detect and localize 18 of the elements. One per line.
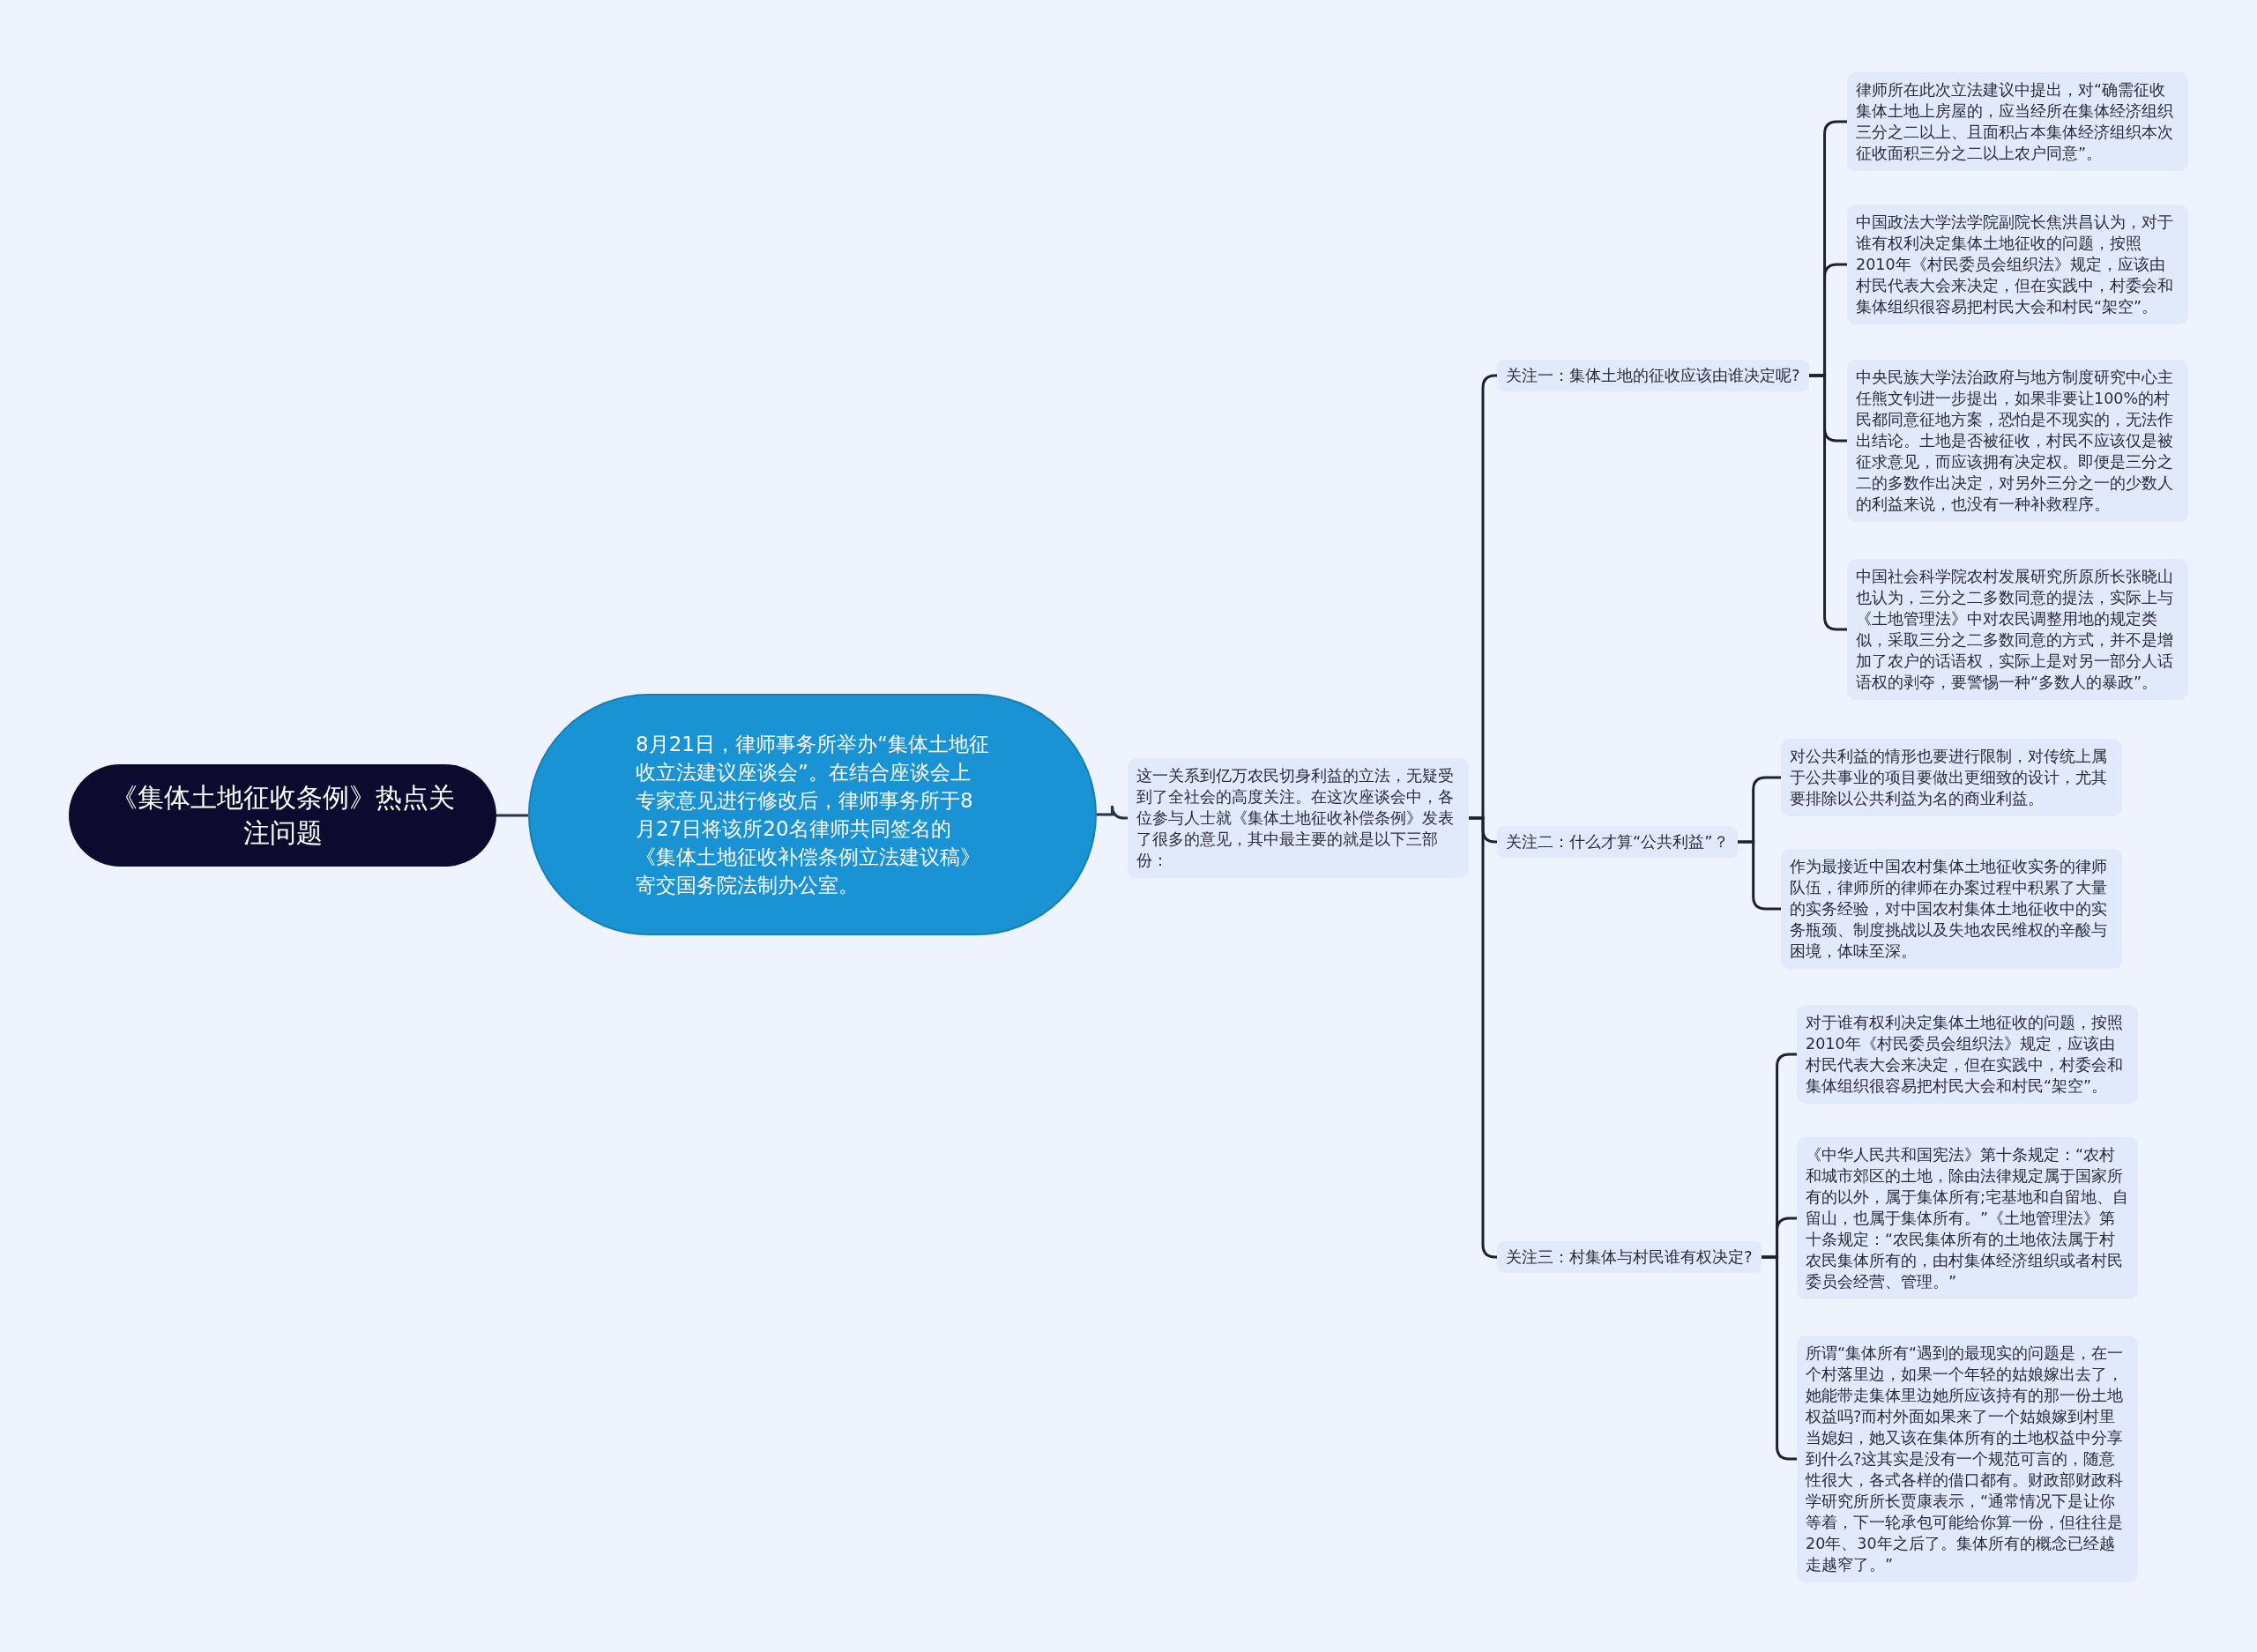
text-box: 中国社会科学院农村发展研究所原所长张晓山也认为，三分之二多数同意的提法，实际上与《土地管理法》中对农民调整用地的规定类似，采取三分之二多数同意的方式，并不是增加了农户的话语权，实际上是对另一部分人话语权的剥夺，要警惕一种“多数人的暴政”。 xyxy=(1847,559,2188,700)
connector-line xyxy=(496,814,528,817)
root-topic: 《集体土地征收条例》热点关注问题 xyxy=(69,764,496,867)
connector-line xyxy=(1761,1255,1797,1461)
topic-bubble: 8月21日，律师事务所举办“集体土地征收立法建议座谈会”。在结合座谈会上专家意见进行修改后，律师事务所于8月27日将该所20名律师共同签名的《集体土地征收补偿条例立法建议稿》寄交国务院法制办公室。 xyxy=(528,694,1097,935)
topic-label: 关注三：村集体与村民谁有权决定? xyxy=(1497,1241,1762,1273)
text-box: 对公共利益的情形也要进行限制，对传统上属于公共事业的项目要做出更细致的设计，尤其要排除以公共利益为名的商业利益。 xyxy=(1781,739,2122,816)
topic-label: 关注二：什么才算“公共利益”？ xyxy=(1497,826,1738,858)
text-box: 中央民族大学法治政府与地方制度研究中心主任熊文钊进一步提出，如果非要让100%的村民都同意征地方案，恐怕是不现实的，无法作出结论。土地是否被征收，村民不应该仅是被征求意见，而应该拥有决定权。即便是三分之二的多数作出决定，对另外三分之一的少数人的利益来说，也没有一种补救程序。 xyxy=(1847,360,2188,522)
connector-line xyxy=(1097,804,1128,820)
text-box: 对于谁有权利决定集体土地征收的问题，按照2010年《村民委员会组织法》规定，应该由村民代表大会来决定，但在实践中，村委会和集体组织很容易把村民大会和村民“架空”。 xyxy=(1797,1005,2138,1104)
text-box: 作为最接近中国农村集体土地征收实务的律师队伍，律师所的律师在办案过程中积累了大量的实务经验，对中国农村集体土地征收中的实务瓶颈、制度挑战以及失地农民维权的辛酸与困境，体味至深。 xyxy=(1781,849,2122,969)
text-box: 《中华人民共和国宪法》第十条规定：“农村和城市郊区的土地，除由法律规定属于国家所有的以外，属于集体所有;宅基地和自留地、自留山，也属于集体所有。”《土地管理法》第十条规定：“农民集体所有的土地依法属于村农民集体所有的，由村集体经济组织或者村民委员会经营、管理。” xyxy=(1797,1137,2138,1299)
text-box: 中国政法大学法学院副院长焦洪昌认为，对于谁有权利决定集体土地征收的问题，按照2010年《村民委员会组织法》规定，应该由村民代表大会来决定，但在实践中，村委会和集体组织很容易把村民大会和村民“架空”。 xyxy=(1847,205,2188,324)
text-box: 这一关系到亿万农民切身利益的立法，无疑受到了全社会的高度关注。在这次座谈会中，各位参与人士就《集体土地征收补偿条例》发表了很多的意见，其中最主要的就是以下三部份： xyxy=(1128,758,1469,878)
text-box: 律师所在此次立法建议中提出，对“确需征收集体土地上房屋的，应当经所在集体经济组织三分之二以上、且面积占本集体经济组织本次征收面积三分之二以上农户同意”。 xyxy=(1847,72,2188,171)
text-box: 所谓“集体所有“遇到的最现实的问题是，在一个村落里边，如果一个年轻的姑娘嫁出去了，她能带走集体里边她所应该持有的那一份土地权益吗?而村外面如果来了一个姑娘嫁到村里当媳妇，她又该在集体所有的土地权益中分享到什么?这其实是没有一个规范可言的，随意性很大，各式各样的借口都有。财政部财政科学研究所所长贾康表示，“通常情况下是让你等着，下一轮承包可能给你算一份，但往往是20年、30年之后了。集体所有的概念已经越走越窄了。” xyxy=(1797,1336,2138,1582)
topic-label: 关注一：集体土地的征收应该由谁决定呢? xyxy=(1497,360,1809,391)
